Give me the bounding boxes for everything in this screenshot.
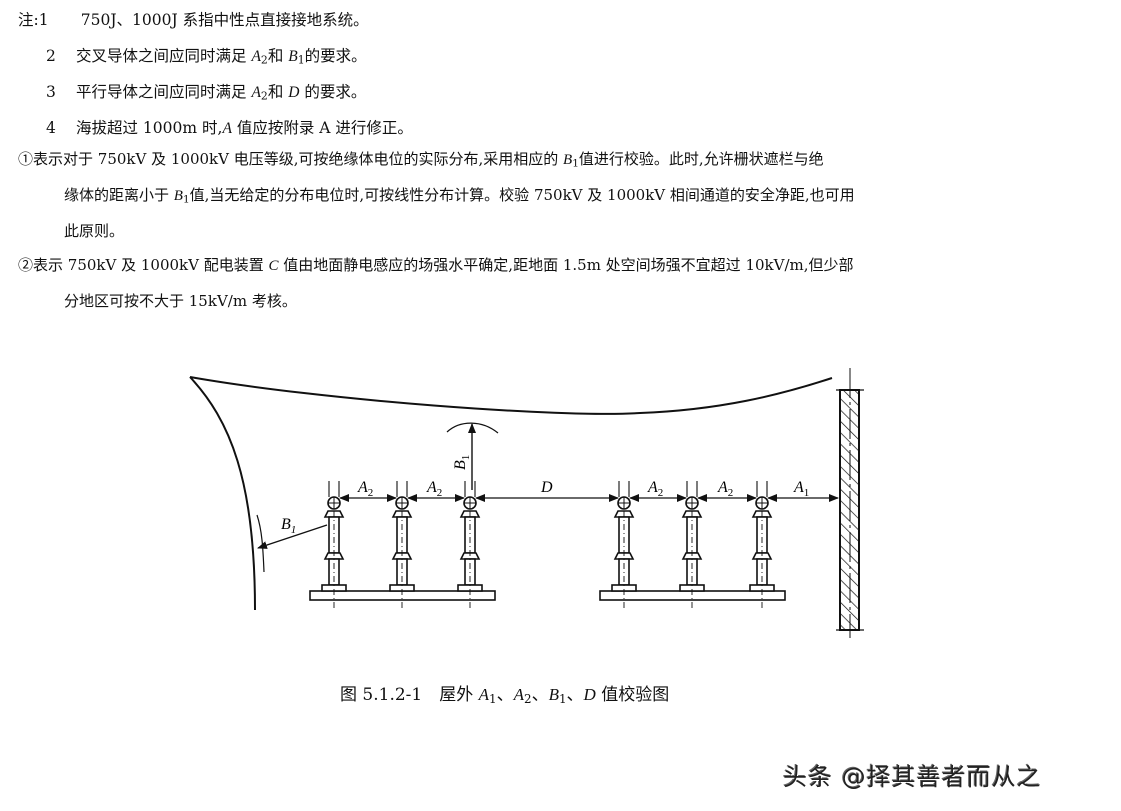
figure-caption: 图 5.1.2-1 屋外 A1、A2、B1、D 值校验图 [340,685,670,706]
insulator-left-2 [389,480,415,610]
circled-note-1-line3: 此原则。 [64,222,125,240]
diagram-svg: B1 B1 A2 A2 D A2 A2 A1 [189,368,864,638]
left-busbar-base [309,590,496,601]
label-b1-vertical: B1 [452,455,472,470]
insulator-left-1 [321,480,347,610]
label-a2-4: A2 [717,479,733,499]
clearance-diagram: B1 B1 A2 A2 D A2 A2 A1 [0,360,1121,640]
label-b1-diagonal: B1 [281,516,296,536]
label-a2-2: A2 [426,479,442,499]
envelope-top-curve [189,376,833,415]
envelope-left-curve [189,376,256,611]
insulator-right-2 [679,480,705,610]
insulator-left-3 [457,480,483,610]
circled-note-1-line2: 缘体的距离小于 B1值,当无给定的分布电位时,可按线性分布计算。校验 750kV… [64,186,855,206]
watermark: 头条 @择其善者而从之 [783,763,1042,791]
label-a2-1: A2 [357,479,373,499]
notes-prefix: 注: [18,11,39,29]
circled-note-1-line1: ①表示对于 750kV 及 1000kV 电压等级,可按绝缘体电位的实际分布,采… [18,150,824,170]
label-a2-3: A2 [647,479,663,499]
insulator-right-1 [611,480,637,610]
circled-note-2-line1: ②表示 750kV 及 1000kV 配电装置 C 值由地面静电感应的场强水平确… [18,256,854,274]
label-d: D [540,479,553,496]
label-a1: A1 [793,479,809,499]
insulator-right-3 [749,480,775,610]
right-busbar-base [599,590,786,601]
circled-note-2-line2: 分地区可按不大于 15kV/m 考核。 [64,292,297,310]
